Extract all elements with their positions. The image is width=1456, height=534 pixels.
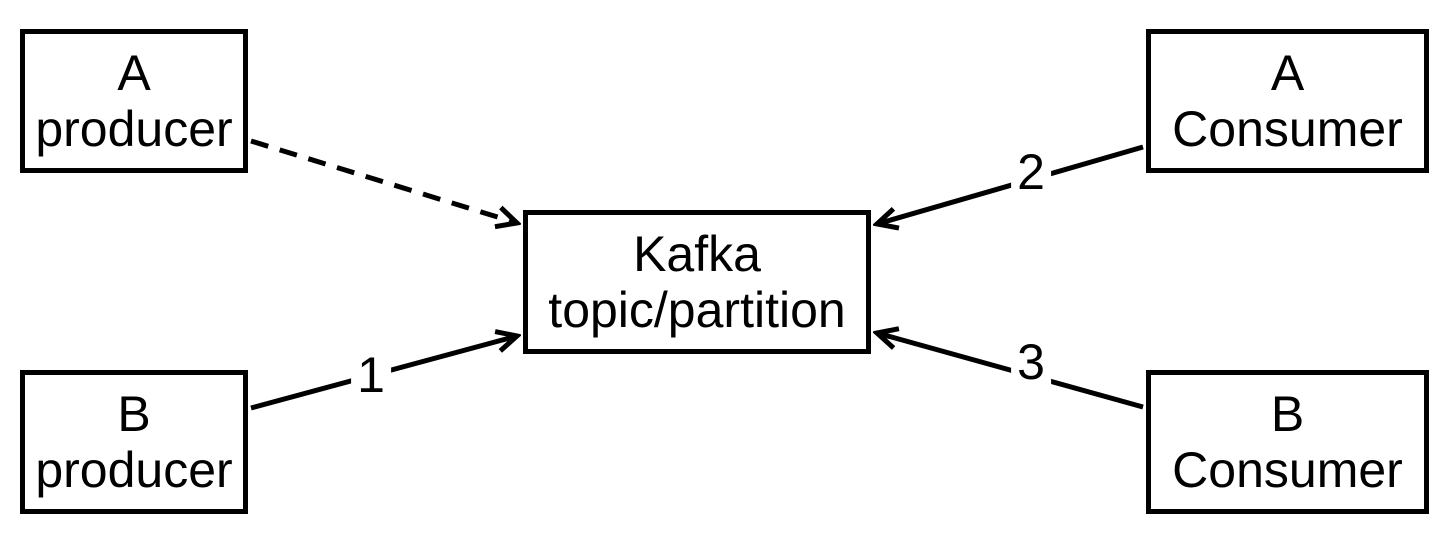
node-b-producer: B producer xyxy=(20,370,248,514)
node-b-consumer: B Consumer xyxy=(1146,370,1429,514)
node-a-consumer: A Consumer xyxy=(1146,29,1429,173)
edge-a-consumer-to-kafka xyxy=(877,144,1144,224)
node-a-consumer-line2: Consumer xyxy=(1172,101,1403,157)
edge-a-producer-to-kafka xyxy=(250,138,517,223)
node-kafka-topic-partition: Kafka topic/partition xyxy=(523,210,871,354)
node-b-producer-line1: B xyxy=(117,386,151,442)
edge-b-consumer-to-kafka xyxy=(877,333,1144,410)
node-b-producer-line2: producer xyxy=(35,442,233,498)
node-a-consumer-line1: A xyxy=(1270,45,1305,101)
node-kafka-line1: Kafka xyxy=(633,226,761,282)
node-a-producer-line1: A xyxy=(117,45,151,101)
node-b-consumer-line2: Consumer xyxy=(1172,442,1403,498)
node-b-consumer-line1: B xyxy=(1270,386,1305,442)
node-kafka-line2: topic/partition xyxy=(548,282,846,338)
node-a-producer: A producer xyxy=(20,29,248,173)
node-a-producer-line2: producer xyxy=(35,101,233,157)
edge-label-2: 2 xyxy=(1011,147,1051,197)
edge-label-1: 1 xyxy=(351,350,391,400)
edge-label-3: 3 xyxy=(1011,337,1051,387)
